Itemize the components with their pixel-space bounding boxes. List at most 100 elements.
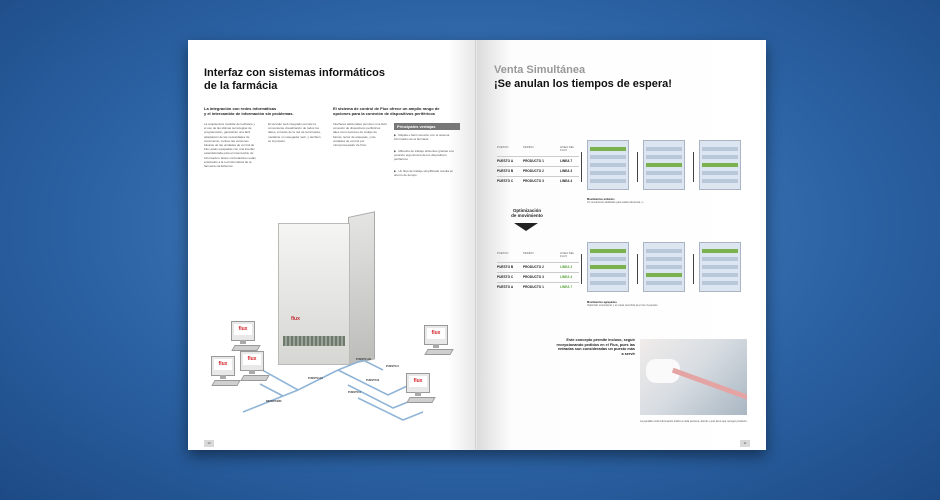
col1-heading-1: La integración con redes informáticas [204, 106, 277, 111]
table-header-puesto: PUESTO [497, 251, 509, 255]
advantage-bullet-text: Métodos de trabajo eficientes gracias a … [394, 149, 454, 161]
advantage-bullet-text: Un flujo de trabajo simplificado resulta… [394, 169, 454, 177]
caption-unitary: Movimientos unitarios Un movimiento dedi… [587, 198, 687, 205]
down-arrow-icon [581, 152, 582, 182]
monitor-screen-logo: flux [243, 354, 261, 365]
shelf-row-highlight [646, 163, 682, 167]
shelf-row [646, 257, 682, 261]
cell-puesto: PUESTO C [497, 275, 514, 279]
network-cable [242, 389, 299, 413]
keyboard [211, 380, 241, 386]
table-header-pedido: PEDIDO [523, 145, 534, 149]
caption-body: Optimizar movimiento y en otras recorrid… [587, 304, 658, 308]
shelf-row [702, 179, 738, 183]
network-cable [259, 383, 284, 397]
shelf-row [590, 163, 626, 167]
dispenser-shelf [699, 140, 741, 190]
page-number: 10 [204, 440, 214, 447]
cable-label: PUESTO C [386, 365, 400, 368]
cable-label: PUESTO AA [308, 377, 323, 380]
cabinet-logo: flux [291, 316, 300, 322]
caption-grouped: Movimientos agrupados Optimizar movimien… [587, 301, 697, 308]
col3-heading-1: El sistema de control de Flux ofrece un … [333, 106, 440, 111]
shelf-row [590, 179, 626, 183]
right-title: ¡Se anulan los tiempos de espera! [494, 78, 672, 90]
caption-title: Movimientos agrupados [587, 301, 617, 304]
dispenser-shelf [643, 140, 685, 190]
shelf-row [646, 281, 682, 285]
monitor-screen-logo: flux [409, 376, 427, 387]
up-arrow-icon [637, 152, 638, 182]
cell-pedido: PRODUCTO 3 [523, 275, 544, 279]
monitor-screen-logo: flux [234, 324, 252, 335]
table-row: PUESTO B PRODUCTO 2 LINEA 3 [497, 262, 579, 272]
pull-quote: Este concepto permite incluso, seguir re… [556, 338, 636, 356]
table-header-linea: LINEA DEL FLUX [560, 251, 575, 259]
table-row: PUESTO B PRODUCTO 2 LINEA 3 [497, 166, 579, 176]
monitor-stand [433, 344, 439, 348]
shelf-row [646, 155, 682, 159]
col2-body: El servidor web integrado permite la con… [268, 122, 321, 143]
shelf-row-highlight [590, 249, 626, 253]
advantage-bullet: ▶Métodos de trabajo eficientes gracias a… [394, 149, 454, 161]
brochure-spread: Interfaz con sistemas informáticos de la… [188, 40, 766, 450]
pharmacist-photo [640, 339, 747, 415]
cable-label: PUESTO AB [356, 358, 371, 361]
table-row: PUESTO A PRODUCTO 1 LINEA 7 [497, 282, 579, 292]
down-arrow-icon [693, 152, 694, 182]
monitor-stand [240, 340, 246, 344]
shelf-row [646, 265, 682, 269]
advantage-bullet: ▶Rápida e fácil conexión con el sistema … [394, 133, 450, 141]
monitor-screen-logo: flux [214, 359, 232, 370]
table-header-puesto: PUESTO [497, 145, 509, 149]
shelf-row [646, 171, 682, 175]
col3-body: Interfaces adicionales permiten una fáci… [333, 122, 387, 148]
photo-output-rail [671, 367, 747, 404]
cell-linea: LINEA 3 [560, 265, 573, 269]
workstation-monitor: flux [240, 351, 264, 374]
shelf-row-highlight [590, 147, 626, 151]
cell-linea: LINEA 7 [560, 159, 573, 163]
shelf-row [590, 171, 626, 175]
monitor-stand [249, 370, 255, 374]
workstation-monitor: flux [406, 373, 430, 396]
shelf-row-highlight [702, 249, 738, 253]
caption-title: Movimientos unitarios [587, 198, 615, 201]
shelf-row [590, 155, 626, 159]
right-page: Venta Simultánea ¡Se anulan los tiempos … [477, 40, 766, 450]
cabinet-output-strip [283, 336, 345, 346]
shelf-row [702, 171, 738, 175]
left-title-line2: de la farmácia [204, 80, 278, 92]
dispenser-shelf [587, 140, 629, 190]
cell-puesto: PUESTO A [497, 159, 514, 163]
shelf-row [646, 179, 682, 183]
cell-linea: LINEA 7 [560, 285, 573, 289]
workstation-monitor: flux [424, 325, 448, 348]
cell-pedido: PRODUCTO 2 [523, 169, 544, 173]
dispenser-shelf [643, 242, 685, 292]
network-cable [357, 397, 424, 421]
shelf-row-highlight [702, 163, 738, 167]
cell-pedido: PRODUCTO 3 [523, 179, 544, 183]
shelf-row-highlight [646, 273, 682, 277]
shelf-row [590, 281, 626, 285]
caption-body: Un movimiento dedicado para cada referen… [587, 201, 645, 205]
cell-puesto: PUESTO A [497, 285, 514, 289]
left-page: Interfaz con sistemas informáticos de la… [188, 40, 477, 450]
shelf-row [590, 257, 626, 261]
flux-cabinet-illustration: flux [278, 211, 375, 367]
col1-body: La arquitectura modular del software y e… [204, 122, 256, 169]
shelf-row [646, 249, 682, 253]
photo-caption: La pantalla multi-información indica a c… [640, 420, 748, 423]
cell-puesto: PUESTO B [497, 169, 514, 173]
table-row: PUESTO C PRODUCTO 3 LINEA 4 [497, 272, 579, 282]
table-header-pedido: PEDIDO [523, 251, 534, 255]
shelf-row [702, 155, 738, 159]
optimization-arrow-icon [514, 223, 538, 231]
cell-puesto: PUESTO C [497, 179, 514, 183]
page-number: 11 [740, 440, 750, 447]
network-diagram [242, 359, 424, 421]
dispenser-shelf [587, 242, 629, 292]
advantage-bullet: ▶Un flujo de trabajo simplificado result… [394, 169, 454, 177]
optimization-label: Optimización de movimiento [497, 208, 557, 218]
